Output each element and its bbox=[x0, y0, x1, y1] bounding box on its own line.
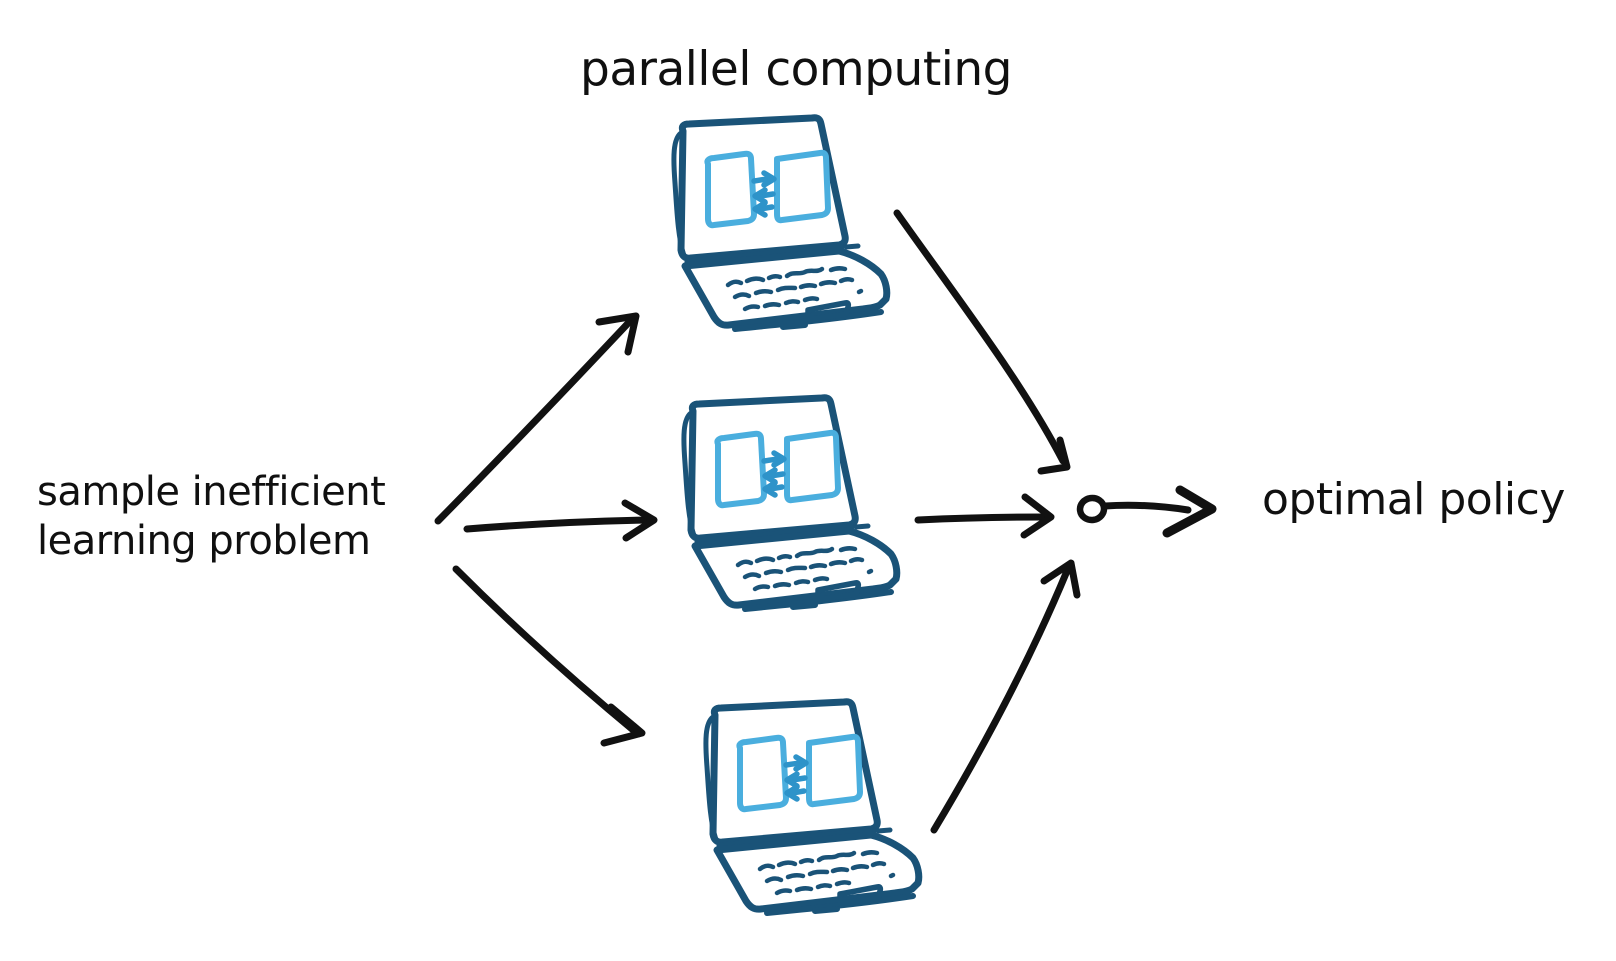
target-label: optimal policy bbox=[1262, 474, 1565, 525]
arrow-source-to-laptop-bottom bbox=[452, 565, 646, 747]
laptop-icon-top bbox=[674, 118, 887, 329]
arrow-laptop-bottom-to-merge bbox=[930, 559, 1081, 834]
merge-circle-node bbox=[1076, 494, 1108, 524]
source-label-line2: learning problem bbox=[37, 518, 371, 564]
diagram-title: parallel computing bbox=[580, 42, 1012, 97]
arrow-laptop-middle-to-merge bbox=[914, 493, 1055, 539]
arrow-laptop-top-to-merge bbox=[893, 209, 1071, 475]
arrow-source-to-laptop-middle bbox=[463, 499, 658, 542]
arrow-source-to-laptop-top bbox=[434, 312, 640, 525]
laptop-icon-middle bbox=[684, 398, 897, 609]
source-label: sample inefficient learning problem bbox=[37, 468, 386, 566]
arrow-merge-to-target bbox=[1101, 485, 1217, 538]
source-label-line1: sample inefficient bbox=[37, 469, 386, 515]
laptop-icon-bottom bbox=[706, 702, 919, 913]
